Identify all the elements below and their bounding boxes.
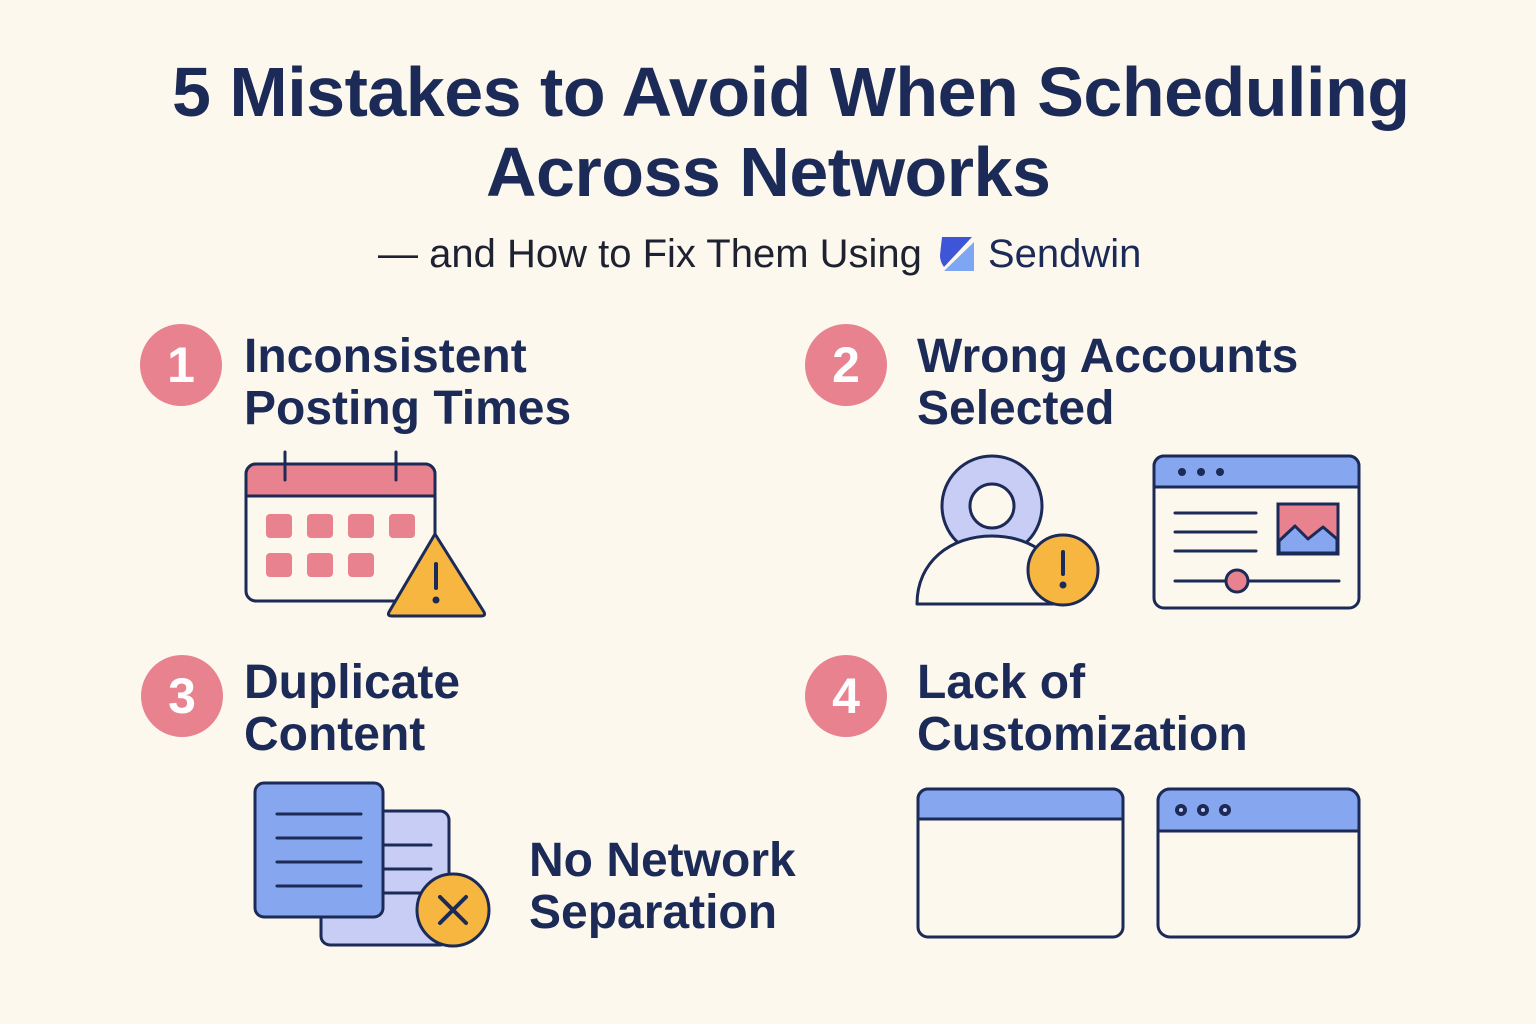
mistake-4-title-line-2: Customization (917, 708, 1248, 761)
mistake-1-number-badge: 1 (140, 324, 222, 406)
browser-window-plain-icon (916, 787, 1125, 939)
page-title-line-1: 5 Mistakes to Avoid When Scheduling (172, 53, 1410, 131)
mistake-1-title-line-1: Inconsistent (244, 330, 527, 383)
user-alert-icon (915, 454, 1100, 607)
browser-post-preview-icon (1152, 454, 1361, 610)
mistake-3-title-line-2: Content (244, 708, 426, 761)
mistake-3-heading: Duplicate Content (244, 657, 460, 761)
mistake-3-number-badge: 3 (141, 655, 223, 737)
mistake-2-number-badge: 2 (805, 324, 887, 406)
mistake-2-title-line-1: Wrong Accounts (917, 330, 1299, 383)
mistake-1-heading: Inconsistent Posting Times (244, 331, 571, 435)
browser-window-dots-icon (1156, 787, 1361, 939)
mistake-2-heading: Wrong Accounts Selected (917, 331, 1298, 435)
subtitle: — and How to Fix Them Using Sendwin (378, 228, 1141, 280)
mistake-2-title-line-2: Selected (917, 382, 1115, 435)
mistake-1-title-line-2: Posting Times (244, 382, 572, 435)
duplicate-document-error-icon (253, 781, 491, 948)
mistake-4-title-line-1: Lack of (917, 656, 1086, 709)
calendar-warning-icon (244, 450, 487, 618)
brand-name: Sendwin (987, 232, 1142, 276)
mistake-4-heading: Lack of Customization (917, 657, 1248, 761)
mistake-5-heading: No Network Separation (529, 835, 796, 939)
mistake-3-title-line-1: Duplicate (244, 656, 461, 709)
sendwin-logo-icon (936, 233, 978, 275)
mistake-5-title-line-1: No Network (529, 834, 796, 887)
page-title-line-2: Across Networks (486, 133, 1051, 211)
mistake-4-number-badge: 4 (805, 655, 887, 737)
subtitle-text: — and How to Fix Them Using (378, 232, 922, 276)
mistake-5-title-line-2: Separation (529, 886, 778, 939)
